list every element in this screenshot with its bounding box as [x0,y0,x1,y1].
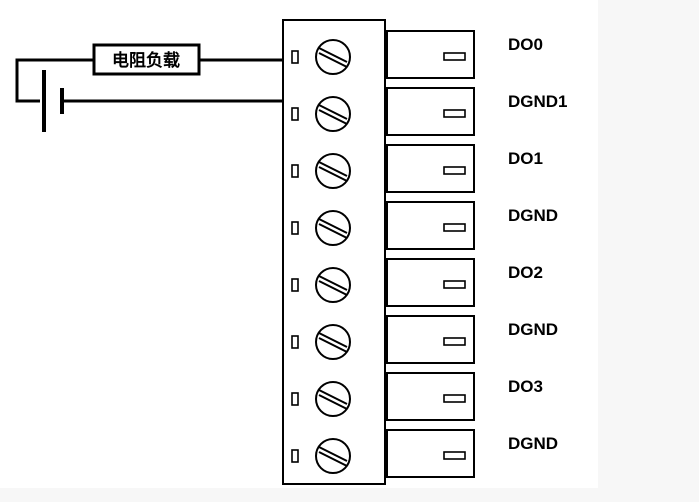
screw-icon [315,39,351,75]
terminal-row: DGND1 [291,87,568,136]
screw-icon [315,438,351,474]
terminal-slot [291,164,299,178]
terminal-slot [291,449,299,463]
screw-icon [315,153,351,189]
terminal-slot [291,392,299,406]
terminal-row: DO0 [291,30,543,79]
terminal-row: DO1 [291,144,543,193]
screw-icon [315,96,351,132]
screw-icon [315,324,351,360]
terminal-slot [291,107,299,121]
connector-latch [443,223,466,232]
pin-label: DO1 [508,149,543,168]
terminal-row: DGND [291,201,558,250]
pin-label: DGND [508,434,558,453]
connector-body [386,201,475,250]
right-margin [598,0,699,502]
connector-latch [443,166,466,175]
connector-latch [443,109,466,118]
load-circuit [15,58,284,103]
screw-icon [315,381,351,417]
screw-icon [315,210,351,246]
connector-latch [443,394,466,403]
pin-label: DO2 [508,263,543,282]
terminal-slot [291,278,299,292]
terminal-row: DO2 [291,258,543,307]
connector-latch [443,280,466,289]
wire-loop [15,58,94,103]
terminal-slot [291,335,299,349]
pin-label: DGND [508,206,558,225]
terminal-slot [291,50,299,64]
screw-icon [315,267,351,303]
pin-label: DGND [508,320,558,339]
connector-latch [443,337,466,346]
battery-icon [42,70,64,132]
terminal-slot [291,221,299,235]
pin-label: DGND1 [508,92,568,111]
bottom-margin [0,488,699,502]
connector-latch [443,451,466,460]
load-label: 电阻负载 [112,50,180,70]
pin-label: DO0 [508,35,543,54]
terminal-row: DO3 [291,372,543,421]
connector-latch [443,52,466,61]
terminal-row: DGND [291,315,558,364]
pin-label: DO3 [508,377,543,396]
resistor-load-box: 电阻负载 [92,43,201,76]
terminal-row: DGND [291,429,558,478]
